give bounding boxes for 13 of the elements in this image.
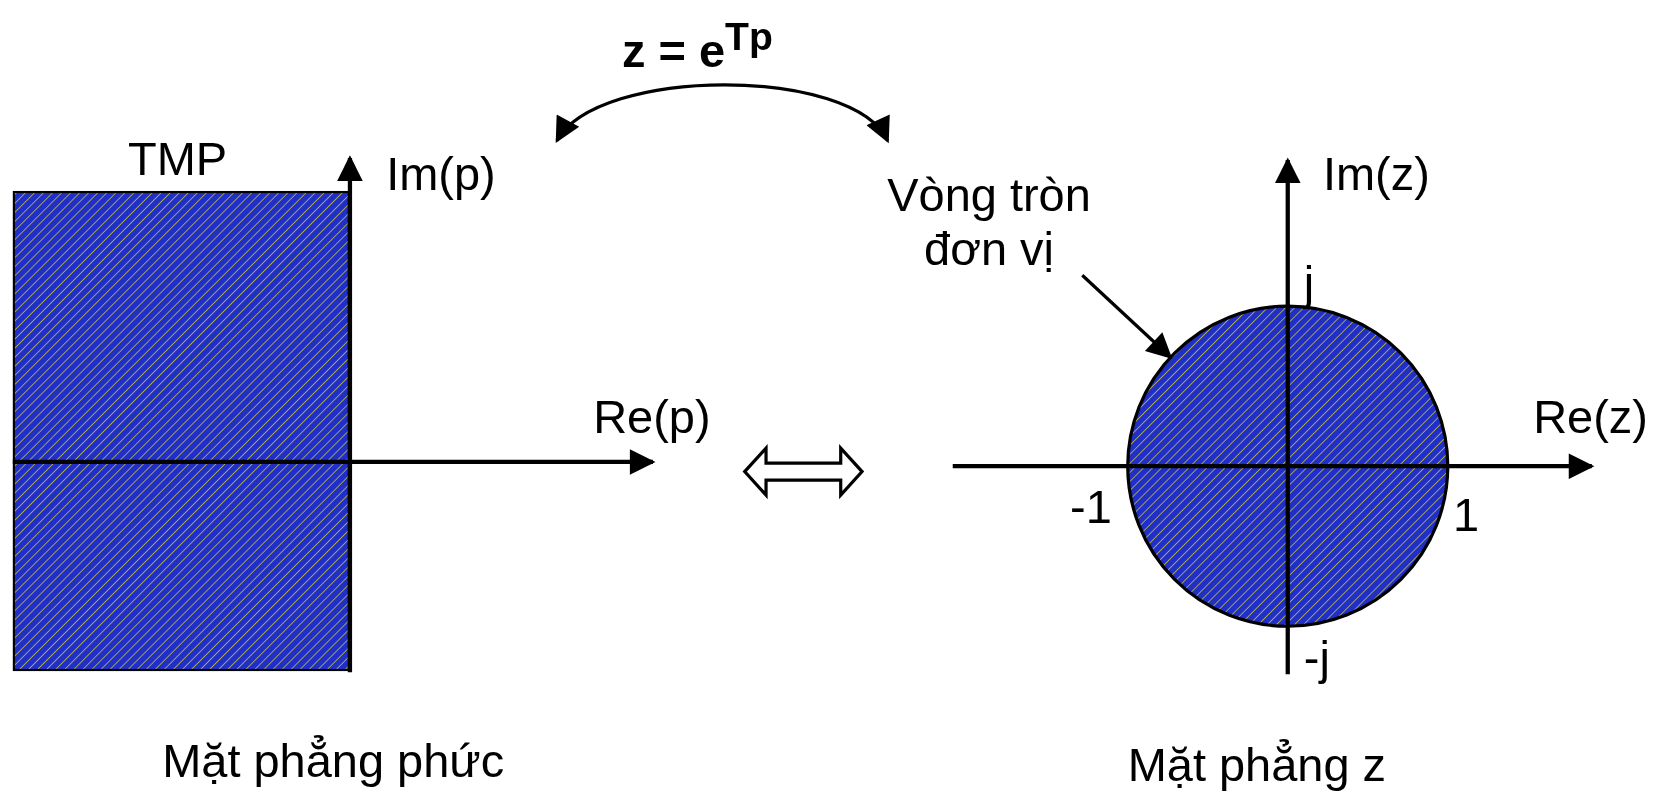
leader-line [1081,274,1173,360]
caption: Mặt phẳng z [1127,738,1387,792]
axis-label: Im(p) [386,147,496,201]
tick-label: -j [1303,631,1330,685]
axis-label: Re(p) [593,390,711,444]
region-label: TMP [128,132,228,186]
caption: Mặt phẳng phức [162,734,505,788]
axis-label: Re(z) [1533,390,1648,444]
formula: z = e$^{Tp}$ [622,13,773,78]
axis-label: Im(z) [1322,147,1430,201]
callout-text: Vòng tròn đơn vị [886,168,1092,276]
tick-label: -1 [1070,480,1112,534]
tick-label: 1 [1453,488,1480,542]
